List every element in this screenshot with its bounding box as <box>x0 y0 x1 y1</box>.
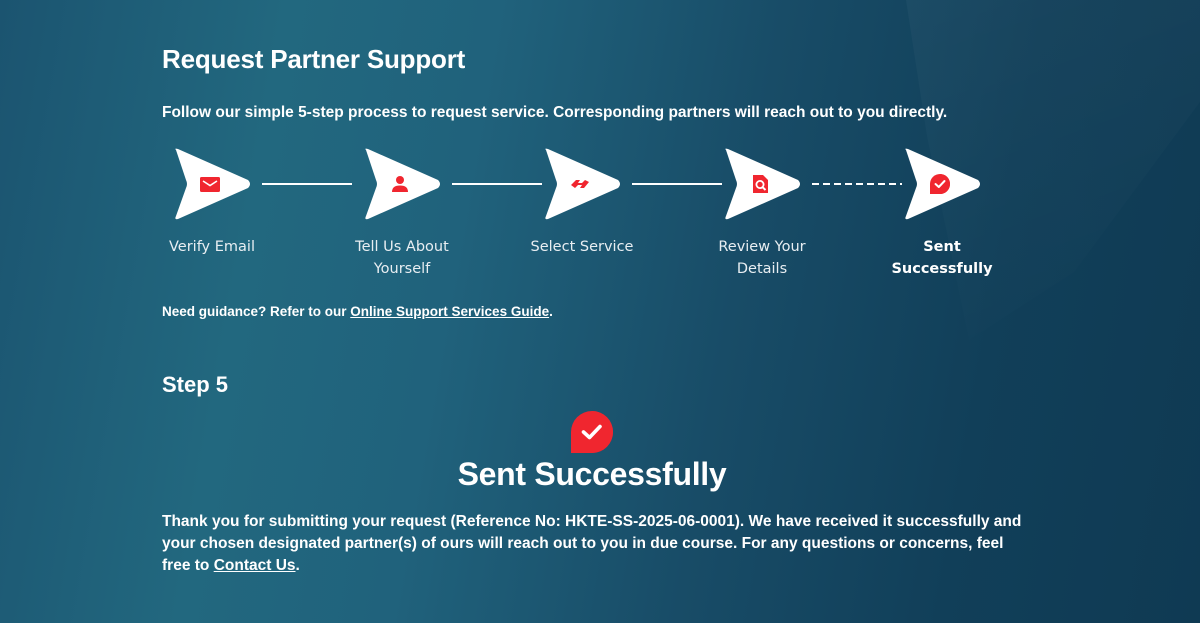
support-guide-link[interactable]: Online Support Services Guide <box>350 304 550 319</box>
guidance-suffix: . <box>549 304 553 319</box>
step-label: Review Your Details <box>718 239 806 277</box>
step-connector-pending <box>812 183 902 185</box>
confirmation-text: Thank you for submitting your request (R… <box>162 513 1022 574</box>
step-arrow <box>542 148 622 220</box>
step-connector <box>632 183 722 185</box>
envelope-icon <box>198 172 222 196</box>
step-label: Verify Email <box>169 239 255 255</box>
guidance-prefix: Need guidance? Refer to our <box>162 304 351 319</box>
guidance-text: Need guidance? Refer to our Online Suppo… <box>162 304 553 319</box>
document-search-icon <box>748 172 772 196</box>
step-heading: Step 5 <box>162 372 229 397</box>
step-label: Select Service <box>530 239 634 255</box>
check-bubble-icon <box>928 172 952 196</box>
page-subtitle: Follow our simple 5-step process to requ… <box>162 104 948 121</box>
step-label-current: Sent Successfully <box>891 239 993 277</box>
user-icon <box>388 172 412 196</box>
step-label: Tell Us About Yourself <box>355 239 449 277</box>
step-arrow <box>362 148 442 220</box>
progress-stepper: Verify Email Tell Us About Yourself Sele… <box>162 148 1042 288</box>
step-arrow <box>902 148 982 220</box>
page-title: Request Partner Support <box>162 44 466 74</box>
handshake-icon <box>568 172 592 196</box>
success-title: Sent Successfully <box>457 456 727 492</box>
step-connector <box>452 183 542 185</box>
step-arrow <box>722 148 802 220</box>
step-connector <box>262 183 352 185</box>
contact-us-link[interactable]: Contact Us <box>213 557 296 574</box>
success-check-icon <box>571 411 613 453</box>
step-arrow <box>172 148 252 220</box>
confirmation-message: Thank you for submitting your request (R… <box>162 511 1032 577</box>
confirmation-suffix: . <box>295 557 300 574</box>
